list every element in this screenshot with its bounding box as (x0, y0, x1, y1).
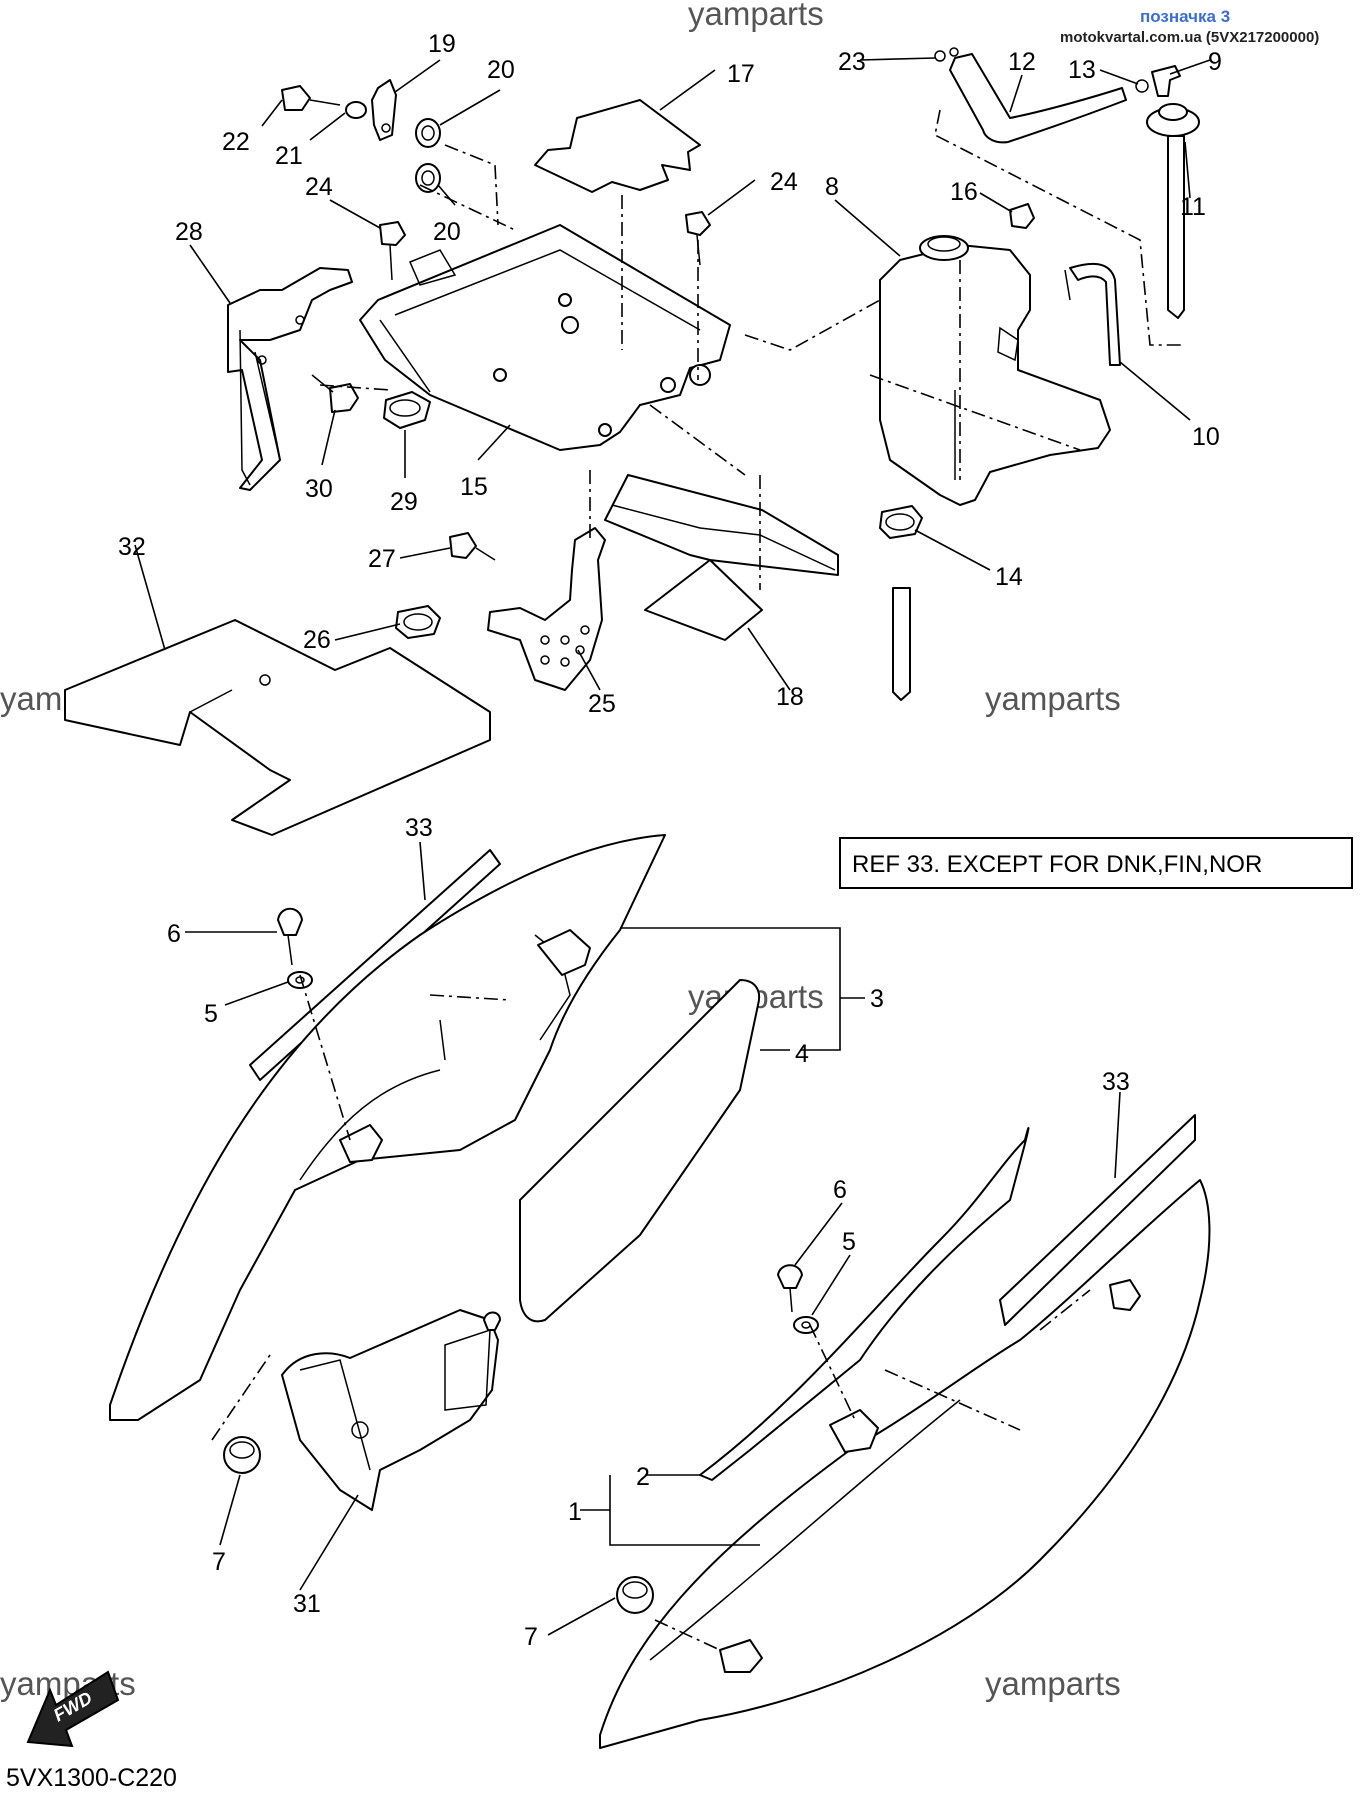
callout-22: 22 (222, 128, 250, 156)
strip-33-right (999, 1114, 1196, 1326)
joint-9 (1151, 65, 1181, 97)
callout-33b: 33 (1102, 1068, 1130, 1096)
watermark: yamparts (688, 0, 824, 32)
clip-13 (1135, 79, 1149, 93)
strip-33-left (249, 849, 501, 1081)
callout-2: 2 (636, 1463, 650, 1491)
callout-24b: 24 (770, 168, 798, 196)
bracket-19 (371, 79, 397, 141)
side-cover-1 (599, 1179, 1211, 1749)
reference-note-text: REF 33. EXCEPT FOR DNK,FIN,NOR (852, 851, 1262, 878)
callout-10: 10 (1192, 423, 1220, 451)
callout-24a: 24 (305, 173, 333, 201)
callout-20a: 20 (487, 56, 515, 84)
side-panel-4 (519, 979, 760, 1323)
callout-30: 30 (305, 475, 333, 503)
grommet-20-lower (415, 163, 441, 193)
watermark: yamparts (985, 680, 1121, 717)
callout-20b: 20 (433, 218, 461, 246)
callout-4: 4 (795, 1040, 809, 1068)
sheet-32 (64, 619, 491, 836)
bolt-22 (281, 85, 341, 111)
callout-28: 28 (175, 218, 203, 246)
callout-5b: 5 (842, 1228, 856, 1256)
callout-8: 8 (825, 173, 839, 201)
panel-31 (281, 1309, 501, 1511)
callout-3: 3 (870, 985, 884, 1013)
drain-hose (892, 587, 911, 701)
clamp-14 (879, 505, 923, 539)
clip-23 (934, 47, 959, 62)
bolt-27 (449, 532, 496, 561)
clamp-29 (383, 391, 431, 429)
bolt-24-right (685, 211, 711, 266)
hose-12 (949, 53, 1127, 144)
screw-6-left (277, 907, 303, 966)
callout-27: 27 (368, 545, 396, 573)
callout-12: 12 (1008, 48, 1036, 76)
header-site: motokvartal.com.ua (5VX217200000) (1060, 29, 1319, 46)
washer-5-left (287, 971, 313, 989)
grommet-20-upper (415, 118, 441, 148)
callout-23: 23 (838, 48, 866, 76)
plate-15 (359, 224, 731, 451)
diagram-code: 5VX1300-C220 (6, 1764, 177, 1792)
callout-6b: 6 (833, 1176, 847, 1204)
callout-15: 15 (460, 473, 488, 501)
reference-note: REF 33. EXCEPT FOR DNK,FIN,NOR (839, 837, 1353, 889)
pad-17 (534, 99, 701, 193)
callout-5a: 5 (204, 1000, 218, 1028)
header-title: позначка 3 (1140, 7, 1230, 26)
callout-9: 9 (1208, 48, 1222, 76)
callout-26: 26 (303, 626, 331, 654)
collar-21 (345, 101, 367, 119)
callout-32: 32 (118, 533, 146, 561)
callout-7a: 7 (212, 1548, 226, 1576)
callout-33a: 33 (405, 814, 433, 842)
callout-29: 29 (390, 488, 418, 516)
hose-10 (1064, 262, 1121, 366)
screw-6-right (777, 1264, 803, 1313)
callout-21: 21 (275, 142, 303, 170)
grommet-7-right (616, 1576, 654, 1614)
callout-1: 1 (568, 1498, 582, 1526)
callout-13: 13 (1068, 56, 1096, 84)
callout-18: 18 (776, 683, 804, 711)
bolt-30 (311, 374, 359, 413)
watermark: yamparts (985, 1665, 1121, 1702)
callout-31: 31 (293, 1590, 321, 1618)
cap-11 (1146, 103, 1200, 319)
bolt-24-left (379, 221, 406, 281)
grommet-7-left (223, 1436, 261, 1474)
callout-17: 17 (727, 60, 755, 88)
callout-19: 19 (428, 30, 456, 58)
callout-14: 14 (995, 563, 1023, 591)
washer-5-right (793, 1316, 819, 1334)
callout-11: 11 (1180, 193, 1206, 221)
side-panel-2 (699, 1127, 1030, 1481)
clamp-26 (395, 605, 441, 639)
pad-18 (604, 474, 839, 641)
bracket-28 (227, 267, 353, 491)
callout-7b: 7 (524, 1623, 538, 1651)
bracket-25 (487, 527, 606, 691)
bolt-16 (1009, 203, 1035, 229)
callout-6a: 6 (167, 920, 181, 948)
callout-16: 16 (950, 178, 978, 206)
callout-25: 25 (588, 690, 616, 718)
side-cover-3 (109, 834, 666, 1421)
